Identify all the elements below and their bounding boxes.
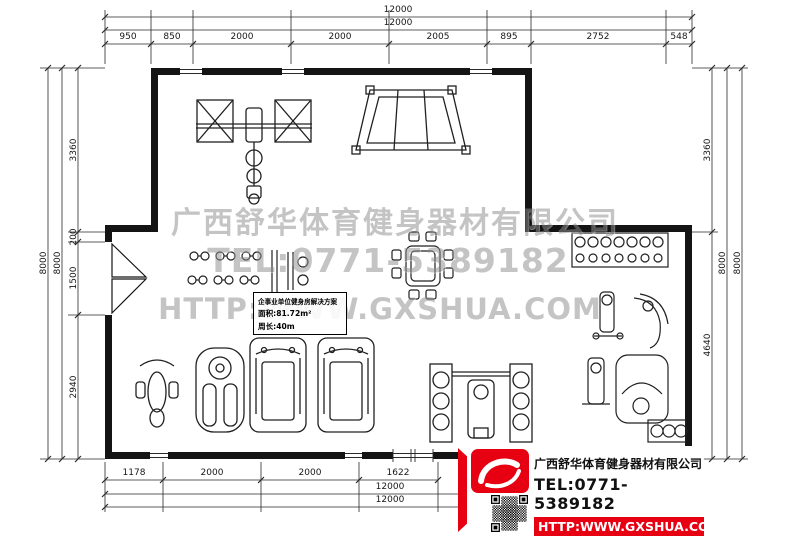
treadmill-1	[249, 337, 307, 433]
dim-top-total-outer: 12000	[383, 5, 413, 15]
dim-left-seg-3: 2940	[69, 375, 79, 399]
shuhua-logo-icon	[471, 449, 529, 493]
annotation-perimeter: 周长:40m	[258, 322, 295, 331]
red-ribbon	[458, 448, 467, 532]
dim-left-seg-0: 3360	[69, 138, 79, 162]
dim-top-seg-1: 850	[163, 32, 181, 42]
company-url: HTTP:WWW.GXSHUA.COM	[534, 517, 721, 536]
dim-bottom-seg-0: 1178	[122, 468, 146, 478]
dumbbell-rack	[571, 232, 669, 268]
annotation-area: 面积:81.72m²	[258, 309, 312, 318]
company-card: 广西舒华体育健身器材有限公司 TEL:0771-5389182 HTTP:WWW…	[458, 446, 721, 536]
dim-left-seg-2: 1500	[69, 266, 79, 290]
dim-left-total-inner: 8000	[53, 251, 63, 275]
dim-bottom-seg-3: 1622	[386, 468, 410, 478]
entrance-door	[111, 242, 148, 315]
dim-bottom-total-outer: 12000	[375, 495, 405, 505]
dim-right-seg-0: 3360	[703, 138, 713, 162]
treadmill-2	[317, 337, 375, 433]
dim-bottom-total-inner: 12000	[375, 482, 405, 492]
plan-annotation-box: 企事业单位健身房解决方案 面积:81.72m² 周长:40m	[253, 292, 347, 335]
company-name: 广西舒华体育健身器材有限公司	[534, 457, 703, 471]
leg-press-machine	[615, 354, 669, 424]
qr-code-icon	[491, 495, 528, 532]
weight-bench	[592, 291, 624, 340]
dim-right-total-outer: 8000	[733, 251, 743, 275]
watermark-url: HTTP:WWW.GXSHUA.COM	[158, 292, 602, 326]
dim-right-seg-1: 4640	[703, 333, 713, 357]
company-card-text: 广西舒华体育健身器材有限公司 TEL:0771-5389182 HTTP:WWW…	[534, 455, 721, 536]
dim-top-seg-2: 2000	[230, 32, 254, 42]
plate-rack	[647, 419, 688, 443]
adjustable-bench	[633, 293, 669, 349]
multi-station-machine	[196, 99, 312, 205]
dim-top-seg-3: 2000	[328, 32, 352, 42]
bench-press-station	[429, 363, 533, 443]
dim-top-seg-4: 2005	[426, 32, 450, 42]
dim-top-seg-5: 895	[500, 32, 518, 42]
dim-left-seg-1: 200	[69, 228, 79, 246]
power-rack-frame	[351, 85, 471, 155]
watermark-company: 广西舒华体育健身器材有限公司	[171, 206, 619, 241]
dim-top-seg-6: 2752	[586, 32, 610, 42]
dimension-lines	[40, 10, 748, 512]
watermark-tel: TEL:0771-5389182	[207, 241, 569, 280]
conference-table	[391, 231, 454, 300]
dim-bottom-seg-1: 2000	[200, 468, 224, 478]
elliptical-trainer	[195, 347, 245, 433]
dumbbell-area	[187, 250, 309, 292]
dim-bottom-seg-2: 2000	[298, 468, 322, 478]
company-tel: TEL:0771-5389182	[534, 475, 629, 513]
hyperextension-bench	[582, 357, 610, 405]
dim-top-seg-7: 548	[670, 32, 688, 42]
annotation-title: 企事业单位健身房解决方案	[258, 298, 338, 306]
exercise-bike	[135, 359, 179, 428]
dim-top-total-inner: 12000	[383, 18, 413, 28]
dim-top-seg-0: 950	[119, 32, 137, 42]
dim-left-total-outer: 8000	[39, 251, 49, 275]
dim-right-total-inner: 8000	[718, 251, 728, 275]
